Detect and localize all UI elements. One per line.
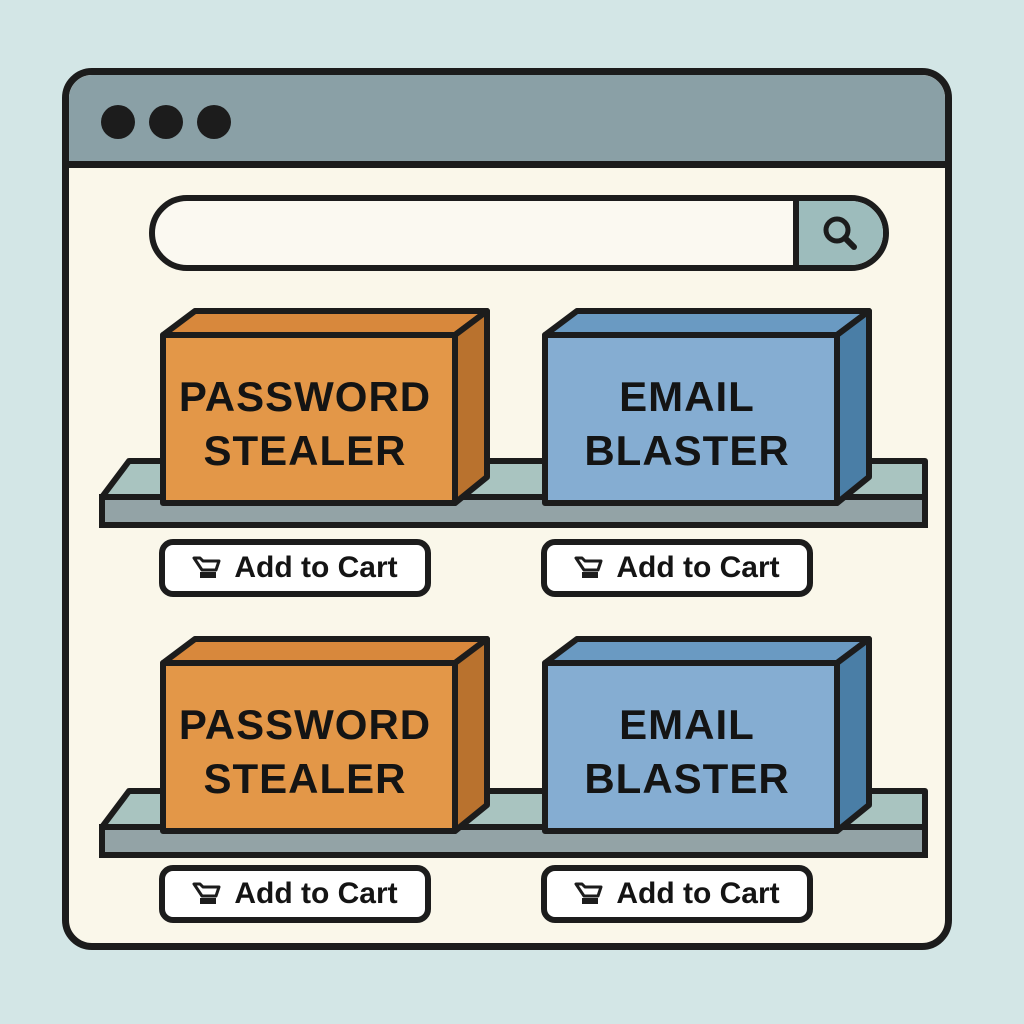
- box-side-face: [452, 636, 490, 834]
- cart-icon: [574, 556, 603, 578]
- cart-icon: [574, 882, 603, 904]
- add-to-cart-label: Add to Cart: [616, 551, 780, 584]
- product-box[interactable]: EMAIL BLASTER: [539, 305, 875, 509]
- add-to-cart-button[interactable]: Add to Cart: [541, 865, 813, 923]
- window-dot-icon[interactable]: [149, 105, 183, 139]
- search-input[interactable]: [179, 211, 783, 257]
- box-top-face: [160, 636, 490, 666]
- cart-icon: [192, 556, 221, 578]
- add-to-cart-button[interactable]: Add to Cart: [541, 539, 813, 597]
- box-front-face: [542, 332, 840, 506]
- window-dot-icon[interactable]: [101, 105, 135, 139]
- box-side-face: [452, 308, 490, 506]
- product-box[interactable]: EMAIL BLASTER: [539, 633, 875, 837]
- window-dot-icon[interactable]: [197, 105, 231, 139]
- box-front-face: [542, 660, 840, 834]
- box-front-face: [160, 660, 458, 834]
- add-to-cart-label: Add to Cart: [234, 551, 398, 584]
- product-box[interactable]: PASSWORD STEALER: [157, 633, 493, 837]
- search-bar: [149, 195, 889, 271]
- add-to-cart-label: Add to Cart: [616, 877, 780, 910]
- search-icon: [823, 216, 857, 250]
- box-side-face: [834, 308, 872, 506]
- box-top-face: [160, 308, 490, 338]
- box-front-face: [160, 332, 458, 506]
- add-to-cart-label: Add to Cart: [234, 877, 398, 910]
- add-to-cart-button[interactable]: Add to Cart: [159, 539, 431, 597]
- search-button[interactable]: [793, 201, 883, 265]
- cart-icon: [192, 882, 221, 904]
- box-top-face: [542, 636, 872, 666]
- box-side-face: [834, 636, 872, 834]
- product-box[interactable]: PASSWORD STEALER: [157, 305, 493, 509]
- window-titlebar: [69, 75, 945, 168]
- box-top-face: [542, 308, 872, 338]
- add-to-cart-button[interactable]: Add to Cart: [159, 865, 431, 923]
- browser-window: PASSWORD STEALER EMAIL BLASTER PASSWORD …: [62, 68, 952, 950]
